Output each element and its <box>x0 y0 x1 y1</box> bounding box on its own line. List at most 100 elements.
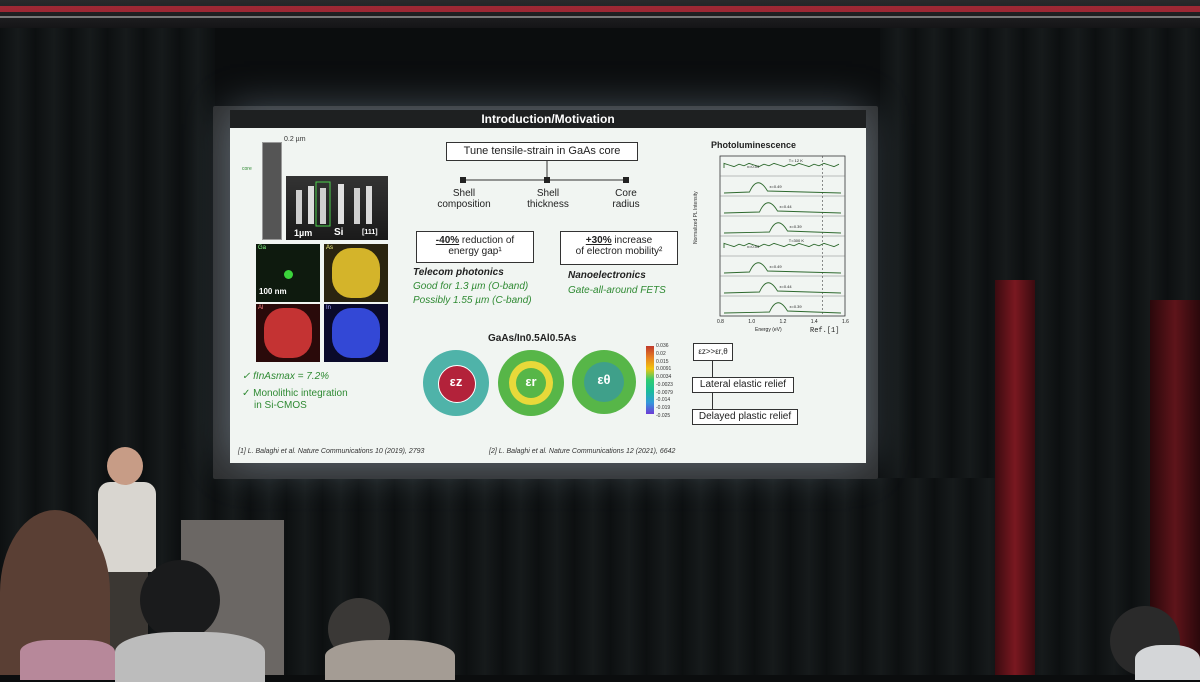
flow-condition-box: εz>>εr,θ <box>693 343 733 361</box>
flow-arrow <box>712 393 713 409</box>
mobility-pct: +30% <box>585 235 612 246</box>
param-line: radius <box>612 199 640 210</box>
param-shell-composition: Shell composition <box>430 188 498 210</box>
pl-spectrum-curve <box>723 262 842 274</box>
colorbar-tick-label: -0.019 <box>656 405 671 412</box>
energy-gap-box: -40% reduction of energy gap¹ <box>416 231 534 263</box>
pl-curve-label: x=0.44 <box>780 284 793 289</box>
slide: Introduction/Motivation 0.2 µm core 1µm … <box>230 110 866 463</box>
strain-map-z: εz <box>423 350 489 416</box>
nano-title: Nanoelectronics <box>568 270 646 281</box>
nanowire-image <box>262 142 282 240</box>
pl-curve-label: x=0.44 <box>780 204 793 209</box>
colorbar-tick-label: -0.0023 <box>656 381 673 388</box>
pl-curve-label: x=0.49 <box>770 184 783 189</box>
material-label: GaAs/In0.5Al0.5As <box>488 333 577 344</box>
edx-al-label: Al <box>258 305 264 311</box>
pl-x-tick-label: 1.4 <box>811 319 818 325</box>
strain-map-r: εr <box>498 350 564 416</box>
param-line: thickness <box>527 199 569 210</box>
colorbar-tick-label: 0.036 <box>656 343 669 349</box>
pl-spectrum-curve <box>723 222 842 234</box>
energy-gap-line2: energy gap¹ <box>448 246 502 257</box>
mobility-line2: of electron mobility² <box>575 246 663 257</box>
reference-2: [2] L. Balaghi et al. Nature Communicati… <box>489 448 676 455</box>
telecom-line2: Possibly 1.55 µm (C-band) <box>413 295 532 306</box>
pl-spectrum-curve <box>723 182 842 194</box>
param-line: Shell <box>452 188 476 199</box>
nano-line1: Gate-all-around FETS <box>568 285 666 296</box>
sem-scale: 1µm <box>294 228 313 238</box>
audience-member <box>1135 645 1200 680</box>
edx-map-al: Al <box>256 304 320 362</box>
speaker <box>98 482 156 572</box>
tune-strain-box: Tune tensile-strain in GaAs core <box>446 142 638 161</box>
param-shell-thickness: Shell thickness <box>514 188 582 210</box>
core-label: core <box>242 166 252 172</box>
audience-member <box>115 632 265 682</box>
flow-arrow <box>712 361 713 377</box>
direction-label: [111] <box>362 229 378 236</box>
edx-map-ga: Ga 100 nm <box>256 244 320 302</box>
colorbar-tick-label: 0.015 <box>656 358 669 365</box>
edx-ga-label: Ga <box>258 245 267 251</box>
strain-map-theta: εθ <box>572 350 636 414</box>
telecom-line1: Good for 1.3 µm (O-band) <box>413 281 529 292</box>
pl-temp-high: T=300 K <box>789 238 805 243</box>
pl-spectrum-curve <box>723 302 842 314</box>
pl-temp-low: T= 12 K <box>789 158 803 163</box>
param-line: Core <box>615 188 637 199</box>
param-line: composition <box>437 199 491 210</box>
speaker-head <box>107 447 143 485</box>
edx-as-label: As <box>326 245 334 251</box>
pl-spectrum-curve <box>723 202 842 214</box>
audience-member <box>20 640 115 680</box>
colorbar-tick-label: 0.02 <box>656 350 666 357</box>
pl-curve-label: x=0.54 <box>747 164 760 169</box>
sem-image: 1µm Si [111] <box>286 176 388 240</box>
strain-z-label: εz <box>449 374 463 389</box>
red-curtain <box>995 280 1035 675</box>
pl-curve-label: x=0.54 <box>747 244 760 249</box>
colorbar-tick-label: 0.0034 <box>656 374 672 381</box>
colorbar-tick-label: -0.0079 <box>656 389 673 396</box>
pl-ylabel: Normalized PL Intensity <box>693 191 699 244</box>
param-line: Shell <box>536 188 560 199</box>
pl-curve-label: x=0.39 <box>790 224 803 229</box>
strain-r-label: εr <box>525 374 537 389</box>
audience-member <box>325 640 455 680</box>
pl-title: Photoluminescence <box>711 140 797 150</box>
pl-x-tick-label: 0.8 <box>717 319 724 325</box>
pl-ref-label: Ref.[1] <box>810 327 839 335</box>
monolithic-line2: in Si-CMOS <box>254 400 307 411</box>
slide-title: Introduction/Motivation <box>230 110 866 128</box>
edx-map-in: In <box>324 304 388 362</box>
energy-gap-pct: -40% <box>435 235 460 246</box>
pl-x-tick-label: 1.0 <box>748 319 755 325</box>
colorbar <box>646 346 654 414</box>
pl-x-tick-label: 1.2 <box>780 319 787 325</box>
colorbar-tick-label: -0.025 <box>656 413 671 419</box>
edx-map-as: As <box>324 244 388 302</box>
strain-theta-label: εθ <box>597 372 611 387</box>
param-core-radius: Core radius <box>592 188 660 210</box>
monolithic-line1: ✓ Monolithic integration <box>242 388 348 399</box>
fmax-text: ✓ fInAsmax = 7.2% <box>242 371 330 382</box>
lateral-relief-box: Lateral elastic relief <box>692 377 794 393</box>
parameter-tree <box>460 160 629 183</box>
pl-spectrum-curve <box>723 162 840 168</box>
plastic-relief-box: Delayed plastic relief <box>692 409 798 425</box>
pl-xlabel: Energy (eV) <box>755 327 782 333</box>
pl-curve-label: x=0.39 <box>790 304 803 309</box>
si-label: Si <box>334 227 344 238</box>
edx-scale: 100 nm <box>259 287 287 296</box>
pl-curve-label: x=0.49 <box>770 264 783 269</box>
microscopy-panel: 0.2 µm core 1µm Si [111] Ga 100 nm As <box>238 134 388 364</box>
telecom-title: Telecom photonics <box>413 267 504 278</box>
edx-in-label: In <box>326 305 332 311</box>
pl-x-tick-label: 1.6 <box>842 319 849 325</box>
pl-spectrum-curve <box>723 242 840 248</box>
energy-gap-text: reduction of <box>459 235 515 246</box>
colorbar-tick-label: -0.014 <box>656 397 671 404</box>
